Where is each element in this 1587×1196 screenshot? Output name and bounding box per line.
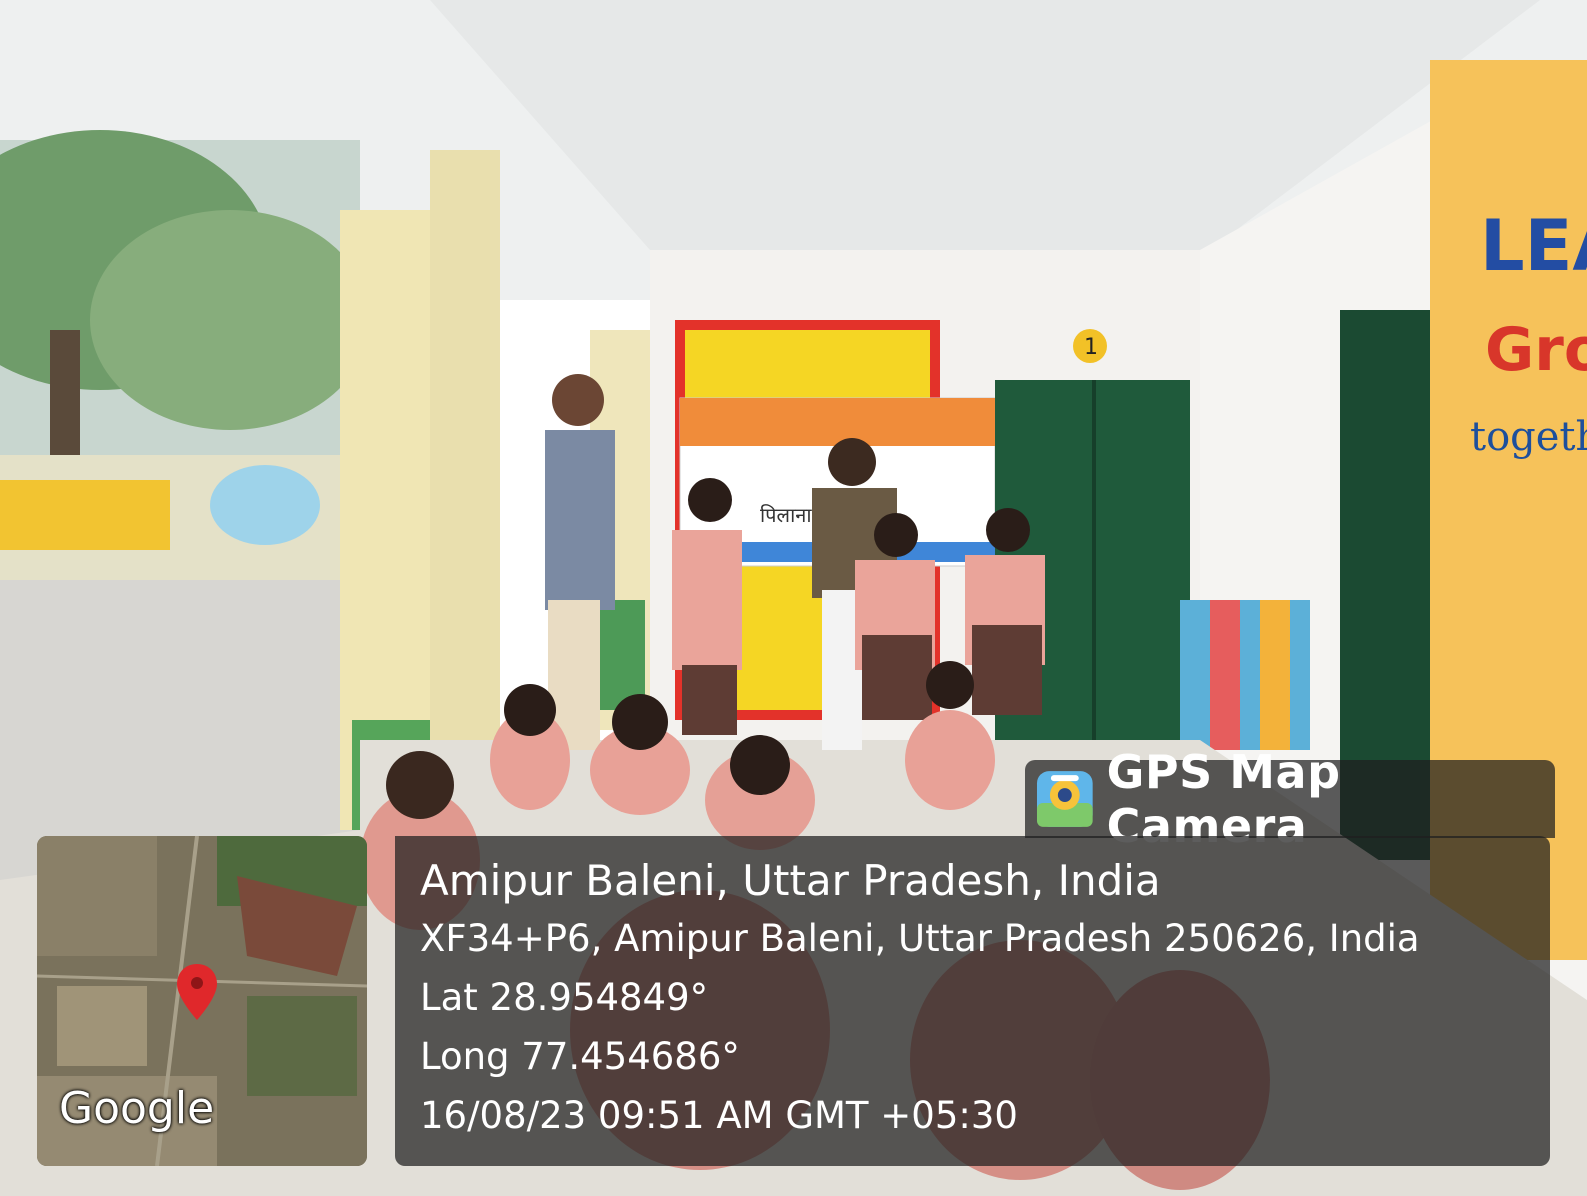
- location-address: XF34+P6, Amipur Baleni, Uttar Pradesh 25…: [420, 917, 1420, 960]
- wall-text-mid: Gro: [1485, 315, 1587, 385]
- location-pin-icon: [177, 964, 217, 1020]
- latitude: Lat 28.954849°: [420, 976, 709, 1019]
- google-logo: Google: [59, 1083, 215, 1134]
- datetime-stamp: 16/08/23 09:51 AM GMT +05:30: [420, 1094, 1018, 1137]
- banner-text: पिलाना: [760, 503, 812, 527]
- gps-map-camera-icon: [1036, 771, 1093, 827]
- longitude: Long 77.454686°: [420, 1035, 740, 1078]
- location-info-panel: Amipur Baleni, Uttar Pradesh, India XF34…: [395, 836, 1550, 1166]
- satellite-minimap: Google: [37, 836, 367, 1166]
- location-title: Amipur Baleni, Uttar Pradesh, India: [420, 856, 1161, 905]
- room-number: 1: [1084, 335, 1098, 360]
- wall-text-bottom: together: [1470, 414, 1587, 460]
- wall-text-top: LEA: [1480, 205, 1587, 287]
- app-badge: GPS Map Camera: [1025, 745, 1555, 853]
